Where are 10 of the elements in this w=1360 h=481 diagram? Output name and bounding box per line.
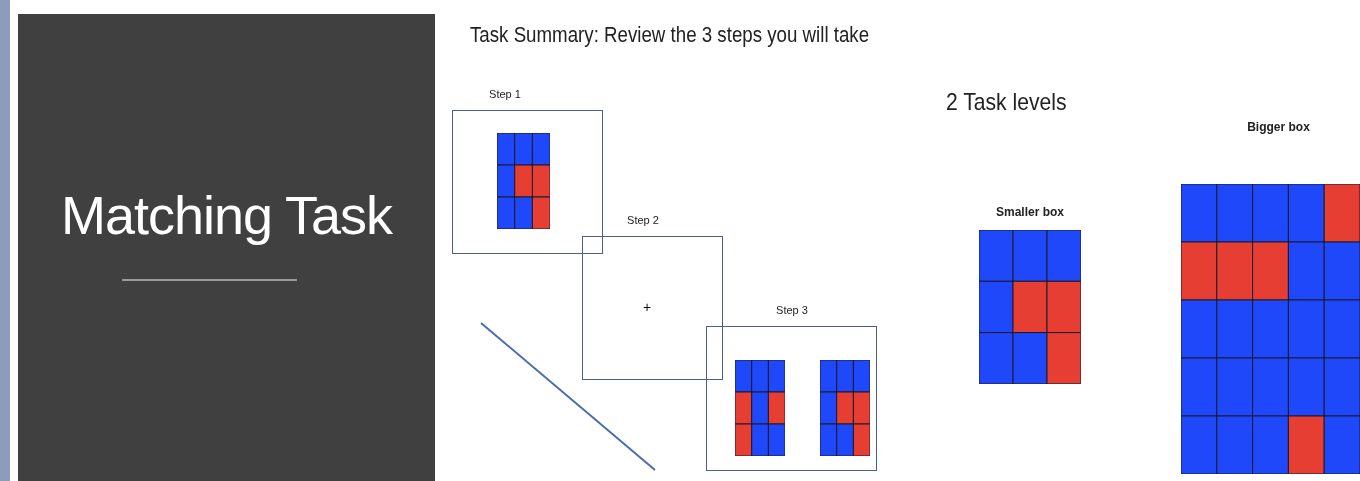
slide-heading: Task Summary: Review the 3 steps you will take: [470, 22, 870, 48]
section-heading: 2 Task levels: [946, 88, 1067, 116]
step-label: Step 2: [627, 214, 659, 226]
step-label: Step 3: [776, 304, 808, 316]
title-panel: [18, 14, 435, 481]
step-label: Step 1: [489, 88, 521, 100]
fixation-cross: +: [643, 299, 652, 315]
slide-title: Matching Task: [59, 184, 394, 246]
level-heading: Smaller box: [996, 205, 1064, 219]
level-heading: Bigger box: [1247, 120, 1310, 134]
